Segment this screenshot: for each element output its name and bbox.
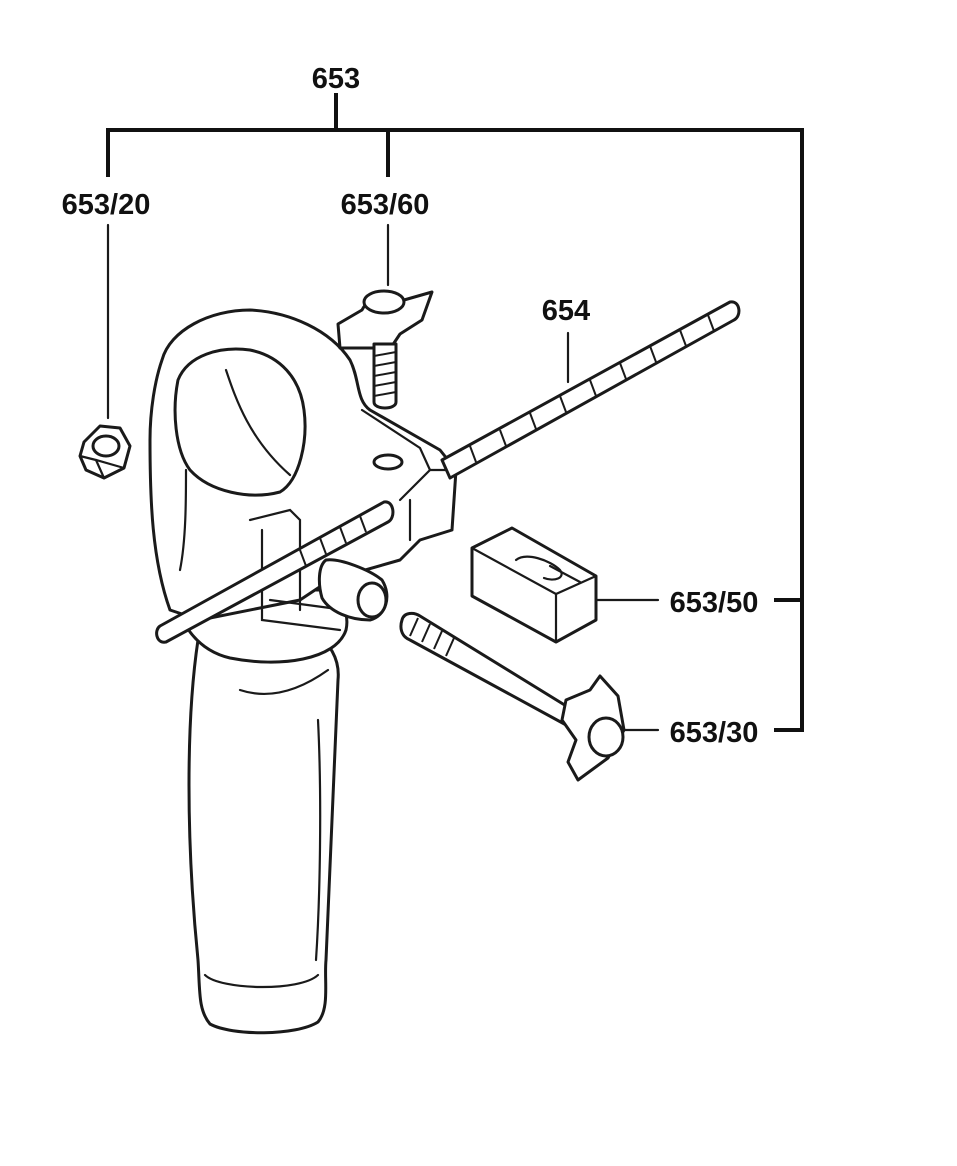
hex-nut-part <box>78 424 132 480</box>
label-653-50: 653/50 <box>670 587 759 619</box>
label-653: 653 <box>312 63 360 95</box>
label-653-20: 653/20 <box>62 189 151 221</box>
label-653-60: 653/60 <box>341 189 430 221</box>
clamp-screw-part <box>399 611 626 782</box>
clamp-block-part <box>470 526 598 644</box>
side-handle-part <box>148 308 458 1035</box>
label-654: 654 <box>542 295 590 327</box>
wing-screw-part <box>336 289 434 410</box>
label-653-30: 653/30 <box>670 717 759 749</box>
depth-rod-part <box>155 300 741 644</box>
leader-lines <box>106 93 804 732</box>
